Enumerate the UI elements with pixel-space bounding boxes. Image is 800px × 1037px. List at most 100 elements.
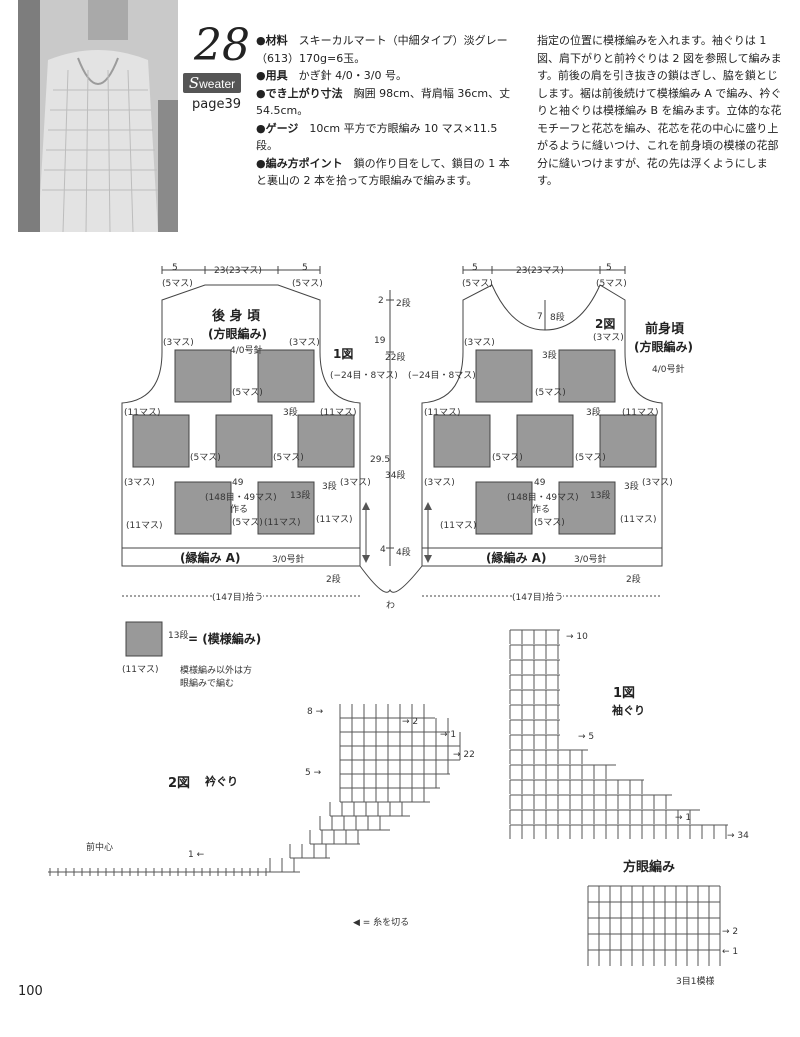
material-label: ●材料 xyxy=(256,34,288,47)
mesh-title: 方眼編み xyxy=(623,860,676,875)
front-dim-7: 7 xyxy=(537,312,543,322)
page-number: 100 xyxy=(18,984,43,999)
back-fig1: 1図 xyxy=(333,347,354,361)
front-49: 49 xyxy=(534,478,546,488)
dim-4: 4 xyxy=(380,545,386,555)
back-3dan: 3段 xyxy=(283,408,298,418)
back-hirou: (147目)拾う xyxy=(212,590,264,603)
fig1-title: 1図 xyxy=(613,686,636,701)
points-text: 鎖の作り目をして、鎖目の 1 本と裏山の 2 本を拾って方眼編みで編みます。 xyxy=(256,156,510,188)
back-border-needle: 3/0号針 xyxy=(272,555,305,565)
back-title: 後 身 頃 xyxy=(212,309,261,324)
size-text: 胸囲 98cm、背肩幅 36cm、丈 54.5cm。 xyxy=(256,86,511,118)
front-dim-23: 23(23マス) xyxy=(516,266,564,276)
front-fig2: 2図 xyxy=(595,317,616,331)
front-hirou: (147目)拾う xyxy=(512,590,564,603)
fig1-subtitle: 袖ぐり xyxy=(612,704,645,717)
cut-legend: ◀ = 糸を切る xyxy=(353,918,410,928)
front-5masu-b: (5マス) xyxy=(492,453,523,463)
back-dim-5masu-left: (5マス) xyxy=(162,279,193,289)
back-3dan-b: 3段 xyxy=(322,482,337,492)
page-reference: page39 xyxy=(192,97,242,112)
back-dim-23: 23(23マス) xyxy=(214,266,262,276)
fig2-chart xyxy=(48,704,461,876)
dim-4dan: 4段 xyxy=(396,548,411,558)
points-label: ●編み方ポイント xyxy=(256,156,343,170)
back-11masu-br: (11マス) xyxy=(316,515,353,525)
back-border-a: (縁編み A) xyxy=(180,551,241,565)
front-3masu-l: (3マス) xyxy=(464,338,495,348)
front-tsukuru: 作る xyxy=(532,505,551,515)
front-subtitle: (方眼編み) xyxy=(634,340,693,354)
mesh-chart xyxy=(587,885,721,966)
fig1-r1: → 1 xyxy=(675,813,692,823)
dim-29: 29.5 xyxy=(370,455,391,465)
fig2-title: 2図 xyxy=(168,776,191,791)
front-dim-5-right: 5 xyxy=(606,263,612,273)
sweater-photo xyxy=(18,0,178,232)
spec-block: ●材料 スキーカルマート（中細タイプ）淡グレー（613）170g=6玉。 ●用具… xyxy=(256,32,514,190)
front-minus24: (−24目・8マス) xyxy=(408,371,476,381)
back-5masu-a: (5マス) xyxy=(232,388,263,398)
back-148: (148目・49マス) xyxy=(205,493,277,503)
front-148: (148目・49マス) xyxy=(507,493,579,503)
front-needle: 4/0号針 xyxy=(652,365,685,375)
back-13dan: 13段 xyxy=(290,491,311,501)
front-dim-8dan: 8段 xyxy=(550,313,565,323)
legend-equals: = (模様編み) xyxy=(188,632,262,646)
front-dim-5-left: 5 xyxy=(472,263,478,273)
gauge-text: 10cm 平方で方眼編み 10 マス×11.5 段。 xyxy=(256,121,498,153)
fig1-r5: → 5 xyxy=(578,732,595,742)
front-3masu-r: (3マス) xyxy=(593,333,624,343)
legend-11masu: (11マス) xyxy=(122,665,159,675)
front-11masu-br: (11マス) xyxy=(620,515,657,525)
front-3masu-bl: (3マス) xyxy=(424,478,455,488)
mesh-r2: → 2 xyxy=(722,927,739,937)
front-3dan-c: 3段 xyxy=(624,482,639,492)
back-5masu-b: (5マス) xyxy=(190,453,221,463)
front-13dan: 13段 xyxy=(590,491,611,501)
back-minus24: (−24目・8マス) xyxy=(330,371,398,381)
tools-label: ●用具 xyxy=(256,69,288,82)
category-tag: Sweater xyxy=(183,73,241,93)
fig2-r5: 5 → xyxy=(305,768,322,778)
material-text: スキーカルマート（中細タイプ）淡グレー（613）170g=6玉。 xyxy=(256,34,508,65)
instructions-text: 指定の位置に模様編みを入れます。袖ぐりは 1 図、肩下がりと前衿ぐりは 2 図を… xyxy=(537,34,782,187)
front-border-a: (縁編み A) xyxy=(486,551,547,565)
tools-text: かぎ針 4/0・3/0 号。 xyxy=(298,69,408,82)
back-3masu-l: (3マス) xyxy=(163,338,194,348)
body-schematics xyxy=(121,266,663,597)
front-2dan: 2段 xyxy=(626,575,641,585)
fig2-subtitle: 衿ぐり xyxy=(205,775,238,788)
front-11masu-r: (11マス) xyxy=(622,408,659,418)
dim-19: 19 xyxy=(374,336,386,346)
dim-22dan: 22段 xyxy=(385,353,406,363)
fig1-r10: → 10 xyxy=(566,632,588,642)
back-11masu-bm: (11マス) xyxy=(264,518,301,528)
back-5masu-c: (5マス) xyxy=(273,453,304,463)
fig1-r34: → 34 xyxy=(727,831,749,841)
dim-2: 2 xyxy=(378,296,384,306)
back-11masu-l: (11マス) xyxy=(124,408,161,418)
front-5masu-c: (5マス) xyxy=(575,453,606,463)
front-11masu-bl: (11マス) xyxy=(440,521,477,531)
gauge-label: ●ゲージ xyxy=(256,121,299,135)
back-5masu-d: (5マス) xyxy=(232,518,263,528)
back-3masu-bl: (3マス) xyxy=(124,478,155,488)
fig1-chart xyxy=(509,629,728,839)
front-dim-5masu-right: (5マス) xyxy=(596,279,627,289)
back-dim-5-right: 5 xyxy=(302,263,308,273)
front-11masu-l: (11マス) xyxy=(424,408,461,418)
back-tsukuru: 作る xyxy=(230,505,249,515)
category-initial: S xyxy=(188,74,200,92)
fig2-r1b: 1 ← xyxy=(188,850,205,860)
front-3dan-a: 3段 xyxy=(542,351,557,361)
legend-13dan: 13段 xyxy=(168,631,189,641)
category-rest: weater xyxy=(199,77,236,91)
back-subtitle: (方眼編み) xyxy=(208,327,267,341)
fig2-r1a: → 1 xyxy=(440,730,457,740)
back-2dan: 2段 xyxy=(326,575,341,585)
wa-label: わ xyxy=(386,601,396,611)
legend-note: 模様編み以外は方眼編みで編む xyxy=(180,666,253,689)
legend-swatch xyxy=(125,621,163,657)
